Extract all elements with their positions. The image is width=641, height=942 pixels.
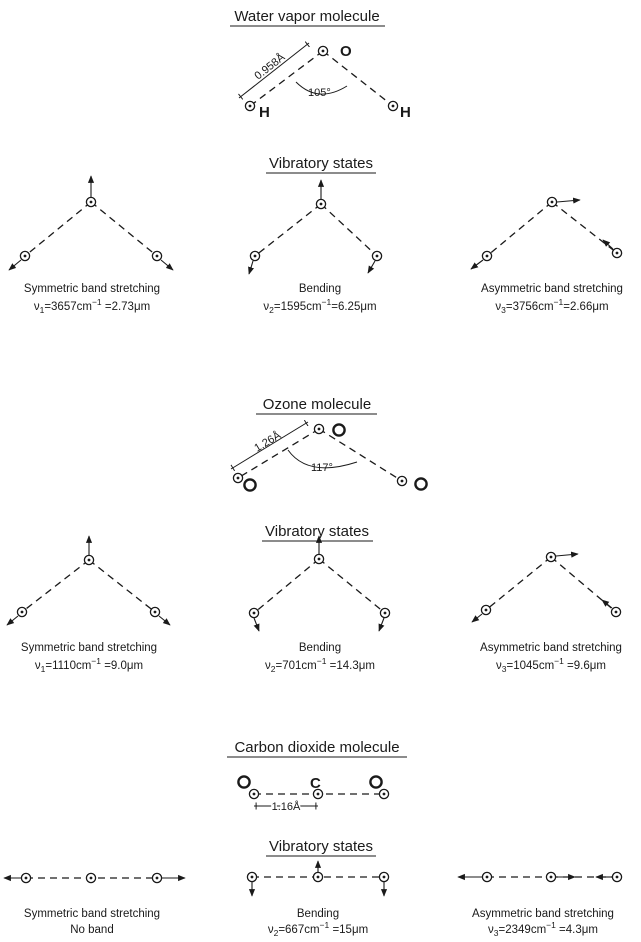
water-angle-arc xyxy=(295,81,348,95)
water-oxygen-atom xyxy=(317,45,329,57)
water-bond-length-label: 0.958Å xyxy=(252,50,288,82)
water-m1-arrow-right xyxy=(160,259,174,271)
ozone-mode-bending-diagram xyxy=(248,535,391,632)
water-hydrogen-label-right: H xyxy=(400,104,411,121)
ozone-top-o-label xyxy=(332,423,346,437)
water-oxygen-label: O xyxy=(340,43,352,60)
ozone-bond-right xyxy=(318,428,403,482)
water-hydrogen-atom-left xyxy=(244,100,256,112)
water-title: Water vapor molecule xyxy=(234,8,379,25)
water-states-title: Vibratory states xyxy=(269,155,373,172)
co2-mode-1-name: Symmetric band stretching xyxy=(24,908,160,920)
ozone-top-atom xyxy=(313,423,325,435)
ozone-structure: O O O 1.26Å 117° xyxy=(0,0,428,492)
water-bond-dimension-line xyxy=(238,41,310,100)
co2-mode-2-name: Bending xyxy=(297,908,339,920)
water-mode-bending-diagram xyxy=(248,179,383,275)
water-m3-arrow-left xyxy=(470,259,484,270)
water-mode-2-name: Bending xyxy=(299,283,341,295)
ozone-title: Ozone molecule xyxy=(263,396,371,413)
ozone-m2-arrow-left xyxy=(253,617,260,632)
water-mode-1-name: Symmetric band stretching xyxy=(24,283,160,295)
water-mode-asymmetric-diagram xyxy=(470,196,623,270)
co2-carbon-atom xyxy=(312,788,324,800)
svg-text:O: O xyxy=(0,0,1,1)
ozone-m1-arrow-right xyxy=(158,615,171,626)
water-hydrogen-atom-right xyxy=(387,100,399,112)
water-section: Water vapor molecule O H H 0.958Å 105° V… xyxy=(8,8,623,315)
water-m3-arrow-top xyxy=(556,197,581,204)
co2-title: Carbon dioxide molecule xyxy=(234,739,399,756)
water-m1-arrow-left xyxy=(8,259,22,271)
ozone-mode-3-frequency: ν3=1045cm−1 =9.6μm xyxy=(496,656,606,674)
water-m2-arrow-left xyxy=(248,260,254,275)
co2-mode-2-frequency: ν2=667cm−1 =15μm xyxy=(268,920,368,938)
co2-left-atom xyxy=(248,788,260,800)
water-mode-3-frequency: ν3=3756cm−1=2.66μm xyxy=(495,297,608,315)
ozone-mode-3-name: Asymmetric band stretching xyxy=(480,642,622,654)
water-m3-arrow-right xyxy=(602,239,614,250)
ozone-angle-label: 117° xyxy=(311,462,333,474)
ozone-section: Ozone molecule O O O 1.26Å 117° Vibrator… xyxy=(0,0,622,674)
co2-mode-bending-diagram xyxy=(246,860,390,897)
co2-left-o-label xyxy=(237,775,251,789)
svg-text:O: O xyxy=(0,0,1,1)
ozone-m3-arrow-right xyxy=(601,599,613,609)
co2-mode-3-frequency: ν3=2349cm−1 =4.3μm xyxy=(488,920,598,938)
water-mode-2-frequency: ν2=1595cm−1=6.25μm xyxy=(263,297,376,315)
svg-text:O: O xyxy=(0,0,1,1)
water-hydrogen-label-left: H xyxy=(259,104,270,121)
ozone-m3-arrow-top xyxy=(555,551,579,558)
ozone-bond-dimension-line xyxy=(230,419,309,472)
water-bond-right xyxy=(322,50,394,107)
ozone-right-o-label xyxy=(414,477,428,491)
ozone-mode-asymmetric-diagram xyxy=(471,551,622,623)
ozone-bond-length-label: 1.26Å xyxy=(252,428,284,454)
water-mode-1-frequency: ν1=3657cm−1 =2.73μm xyxy=(34,297,150,315)
svg-text:O: O xyxy=(0,0,1,1)
ozone-m2-arrow-right xyxy=(378,617,385,632)
svg-text:O: O xyxy=(0,0,1,1)
ozone-mode-1-frequency: ν1=1110cm−1 =9.0μm xyxy=(35,656,143,674)
co2-mode-1-note: No band xyxy=(70,924,113,936)
ozone-states-title: Vibratory states xyxy=(265,523,369,540)
co2-right-o-label xyxy=(369,775,383,789)
co2-mode-asymmetric-diagram xyxy=(457,871,623,883)
co2-mode-symmetric-diagram xyxy=(3,872,186,884)
co2-section: Carbon dioxide molecule C O O 1.16Å Vibr… xyxy=(0,0,623,938)
ozone-mode-2-name: Bending xyxy=(299,642,341,654)
water-mode-symmetric-diagram xyxy=(8,175,174,271)
ozone-angle-arc xyxy=(287,449,358,469)
ozone-mode-2-frequency: ν2=701cm−1 =14.3μm xyxy=(265,656,375,674)
ozone-mode-symmetric-diagram xyxy=(6,535,171,626)
water-m2-arrow-right xyxy=(367,260,376,274)
co2-right-atom xyxy=(378,788,390,800)
water-mode-3-name: Asymmetric band stretching xyxy=(481,283,623,295)
co2-carbon-label: C xyxy=(310,775,321,792)
water-structure: O H H 0.958Å 105° xyxy=(238,41,411,121)
ozone-m1-arrow-left xyxy=(6,615,19,626)
co2-structure: C O O 1.16Å xyxy=(0,0,390,815)
co2-states-title: Vibratory states xyxy=(269,838,373,855)
ozone-m3-arrow-left xyxy=(471,613,483,623)
water-angle-label: 105° xyxy=(308,87,331,99)
ozone-left-o-label xyxy=(243,478,257,492)
ozone-right-atom xyxy=(396,475,408,487)
co2-mode-3-name: Asymmetric band stretching xyxy=(472,908,614,920)
ozone-left-atom xyxy=(232,472,244,484)
co2-bond-length-label: 1.16Å xyxy=(272,800,301,813)
ozone-mode-1-name: Symmetric band stretching xyxy=(21,642,157,654)
